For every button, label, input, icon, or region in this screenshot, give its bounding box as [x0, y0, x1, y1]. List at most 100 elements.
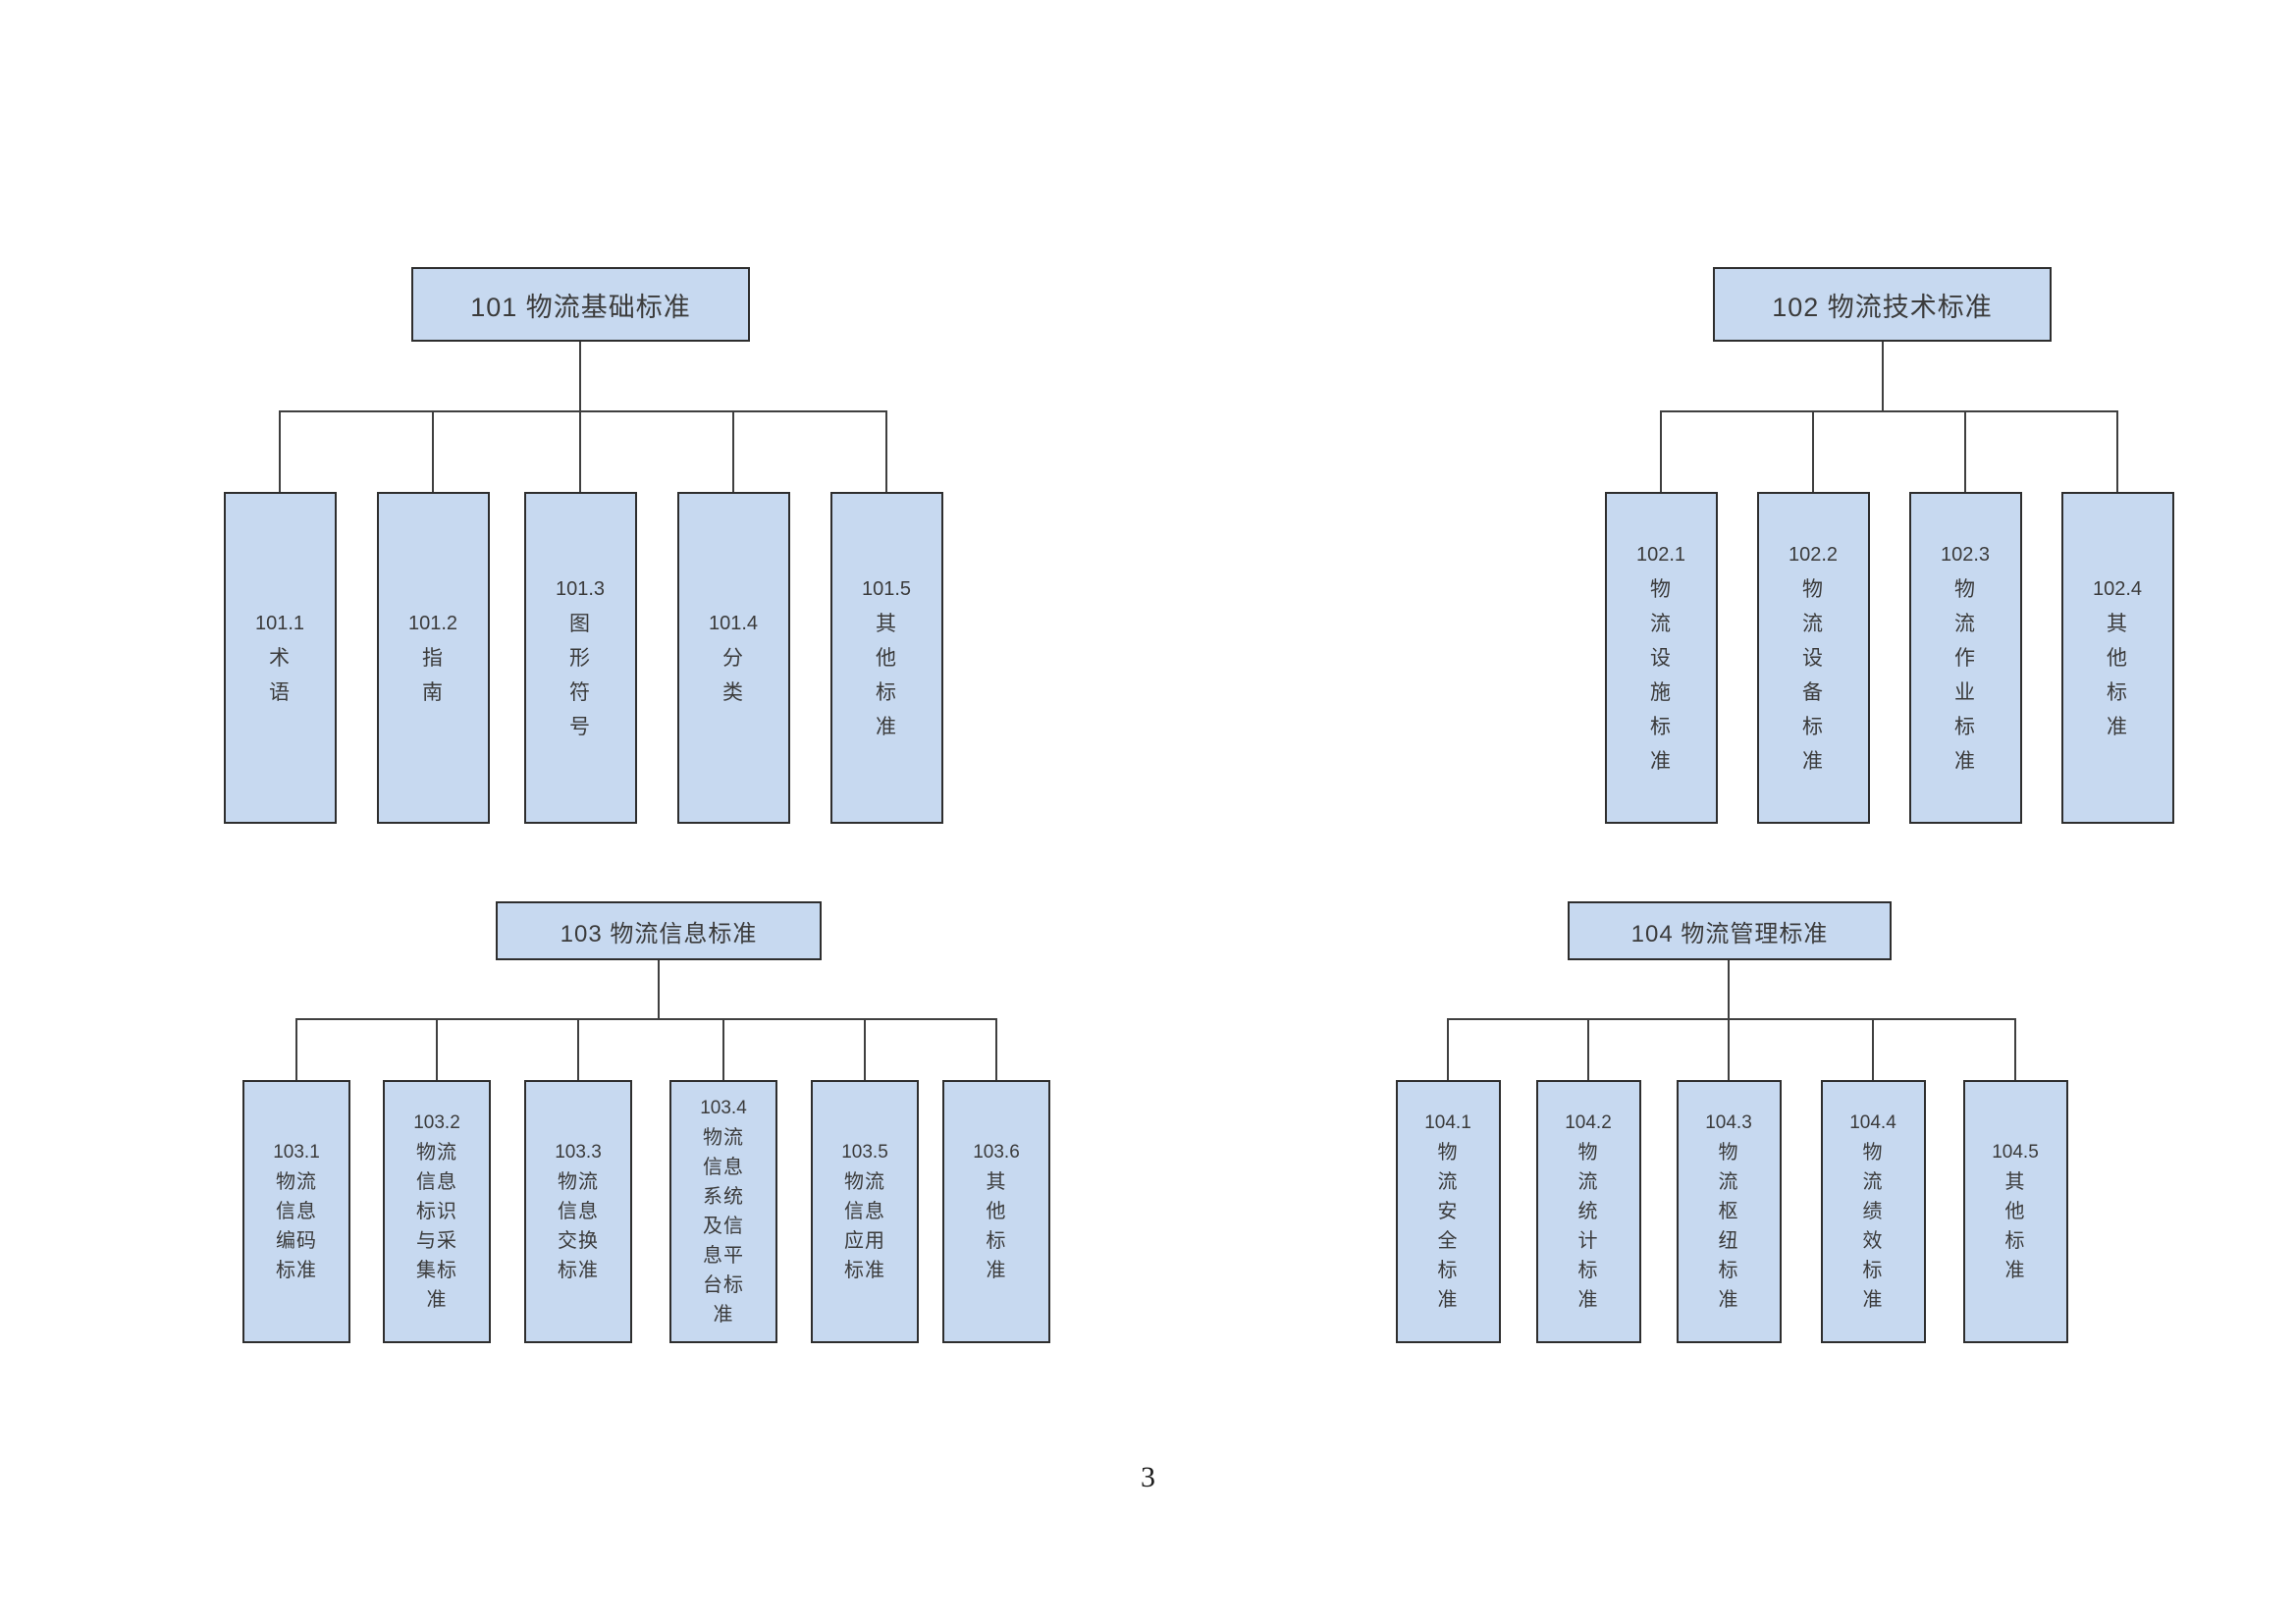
node-label-line: 流: [1862, 1171, 1884, 1193]
node-code: 103.1: [273, 1142, 320, 1163]
node-label-line: 类: [722, 680, 744, 704]
node-label-line: 台标: [703, 1274, 744, 1296]
node-label-line: 信息: [276, 1201, 317, 1222]
node-label-line: 物: [1802, 577, 1824, 601]
node-label-line: 准: [2107, 715, 2128, 738]
node-code: 103.2: [413, 1112, 460, 1133]
node-label-line: 绩: [1862, 1201, 1884, 1222]
connector-bus: [1660, 410, 2118, 412]
node-label-line: 标准: [844, 1260, 885, 1281]
node-label-line: 标: [986, 1230, 1007, 1252]
node-code: 102.4: [2092, 577, 2143, 600]
node-label-line: 准: [876, 715, 897, 738]
node-label-line: 其: [986, 1171, 1007, 1193]
node-code: 102.2: [1788, 543, 1839, 566]
node-label-line: 流: [1437, 1171, 1459, 1193]
node-label-line: 安: [1437, 1201, 1459, 1222]
node-label-line: 准: [1437, 1289, 1459, 1311]
node-code: 101.4: [708, 612, 759, 634]
node-label-line: 信息: [416, 1171, 457, 1193]
node-label-line: 准: [2004, 1260, 2026, 1281]
node-label-line: 准: [1802, 749, 1824, 773]
connector-child-drop: [1872, 1018, 1874, 1080]
node-label-line: 集标: [416, 1260, 457, 1281]
node-label-line: 编码: [276, 1230, 317, 1252]
node-label-line: 设: [1802, 646, 1824, 670]
connector-child-drop: [1660, 410, 1662, 492]
node-label-line: 标: [1718, 1260, 1739, 1281]
node-label-line: 信息: [703, 1157, 744, 1178]
node-label-line: 标: [1577, 1260, 1599, 1281]
node-label-line: 物: [1954, 577, 1976, 601]
node-label-line: 枢: [1718, 1201, 1739, 1222]
node-101: 101 物流基础标准: [411, 267, 750, 342]
page-number: 3: [1141, 1461, 1155, 1493]
node-label-line: 信息: [844, 1201, 885, 1222]
node-label-line: 业: [1954, 680, 1976, 704]
node-label-line: 他: [2107, 646, 2128, 670]
node-label-line: 设: [1650, 646, 1672, 670]
node-code: 101.1: [254, 612, 305, 634]
node-label-line: 标: [1437, 1260, 1459, 1281]
node-label-line: 标: [1954, 715, 1976, 738]
node-code: 102.3: [1940, 543, 1991, 566]
node-label-line: 其: [2107, 612, 2128, 635]
node-label-line: 备: [1802, 680, 1824, 704]
connector-bus: [279, 410, 887, 412]
node-code: 104.2: [1565, 1112, 1612, 1133]
node-code: 104.1: [1424, 1112, 1471, 1133]
node-label-line: 其: [2004, 1171, 2026, 1193]
node-label-line: 信息: [558, 1201, 599, 1222]
node-label-line: 效: [1862, 1230, 1884, 1252]
node-label-line: 物流: [558, 1171, 599, 1193]
node-102: 102 物流技术标准: [1713, 267, 2052, 342]
node-label-line: 准: [1862, 1289, 1884, 1311]
node-label-line: 标: [1862, 1260, 1884, 1281]
node-label-line: 语: [269, 680, 291, 704]
node-code: 103.3: [555, 1142, 602, 1163]
connector-child-drop: [1587, 1018, 1589, 1080]
node-code: 104.3: [1705, 1112, 1752, 1133]
connector-child-drop: [885, 410, 887, 492]
connector-bus: [1447, 1018, 2016, 1020]
node-label-line: 物: [1437, 1142, 1459, 1164]
node-label-line: 指: [422, 646, 444, 670]
node-label-line: 准: [1577, 1289, 1599, 1311]
connector-child-drop: [436, 1018, 438, 1080]
node-label-line: 与采: [416, 1230, 457, 1252]
node-label-line: 他: [986, 1201, 1007, 1222]
node-label-line: 他: [2004, 1201, 2026, 1222]
node-label-line: 其: [876, 612, 897, 635]
node-label-line: 物流: [703, 1127, 744, 1149]
node-label-line: 准: [1718, 1289, 1739, 1311]
node-label-line: 流: [1577, 1171, 1599, 1193]
node-code: 103.4: [700, 1098, 747, 1118]
node-label-line: 准: [1650, 749, 1672, 773]
node-label-line: 及信: [703, 1216, 744, 1237]
node-label-line: 流: [1802, 612, 1824, 635]
connector-child-drop: [1812, 410, 1814, 492]
node-label-line: 标准: [558, 1260, 599, 1281]
connector-child-drop: [577, 1018, 579, 1080]
node-label-line: 图: [569, 612, 591, 635]
node-label-line: 准: [426, 1289, 448, 1311]
node-label-line: 流: [1718, 1171, 1739, 1193]
node-102-4: 102.4 其他标准: [2060, 492, 2174, 824]
node-label-line: 流: [1954, 612, 1976, 635]
connector-child-drop: [1728, 1018, 1730, 1080]
connector-child-drop: [1964, 410, 1966, 492]
node-label-line: 准: [986, 1260, 1007, 1281]
node-label-line: 纽: [1718, 1230, 1739, 1252]
node-label-line: 标: [2107, 680, 2128, 704]
